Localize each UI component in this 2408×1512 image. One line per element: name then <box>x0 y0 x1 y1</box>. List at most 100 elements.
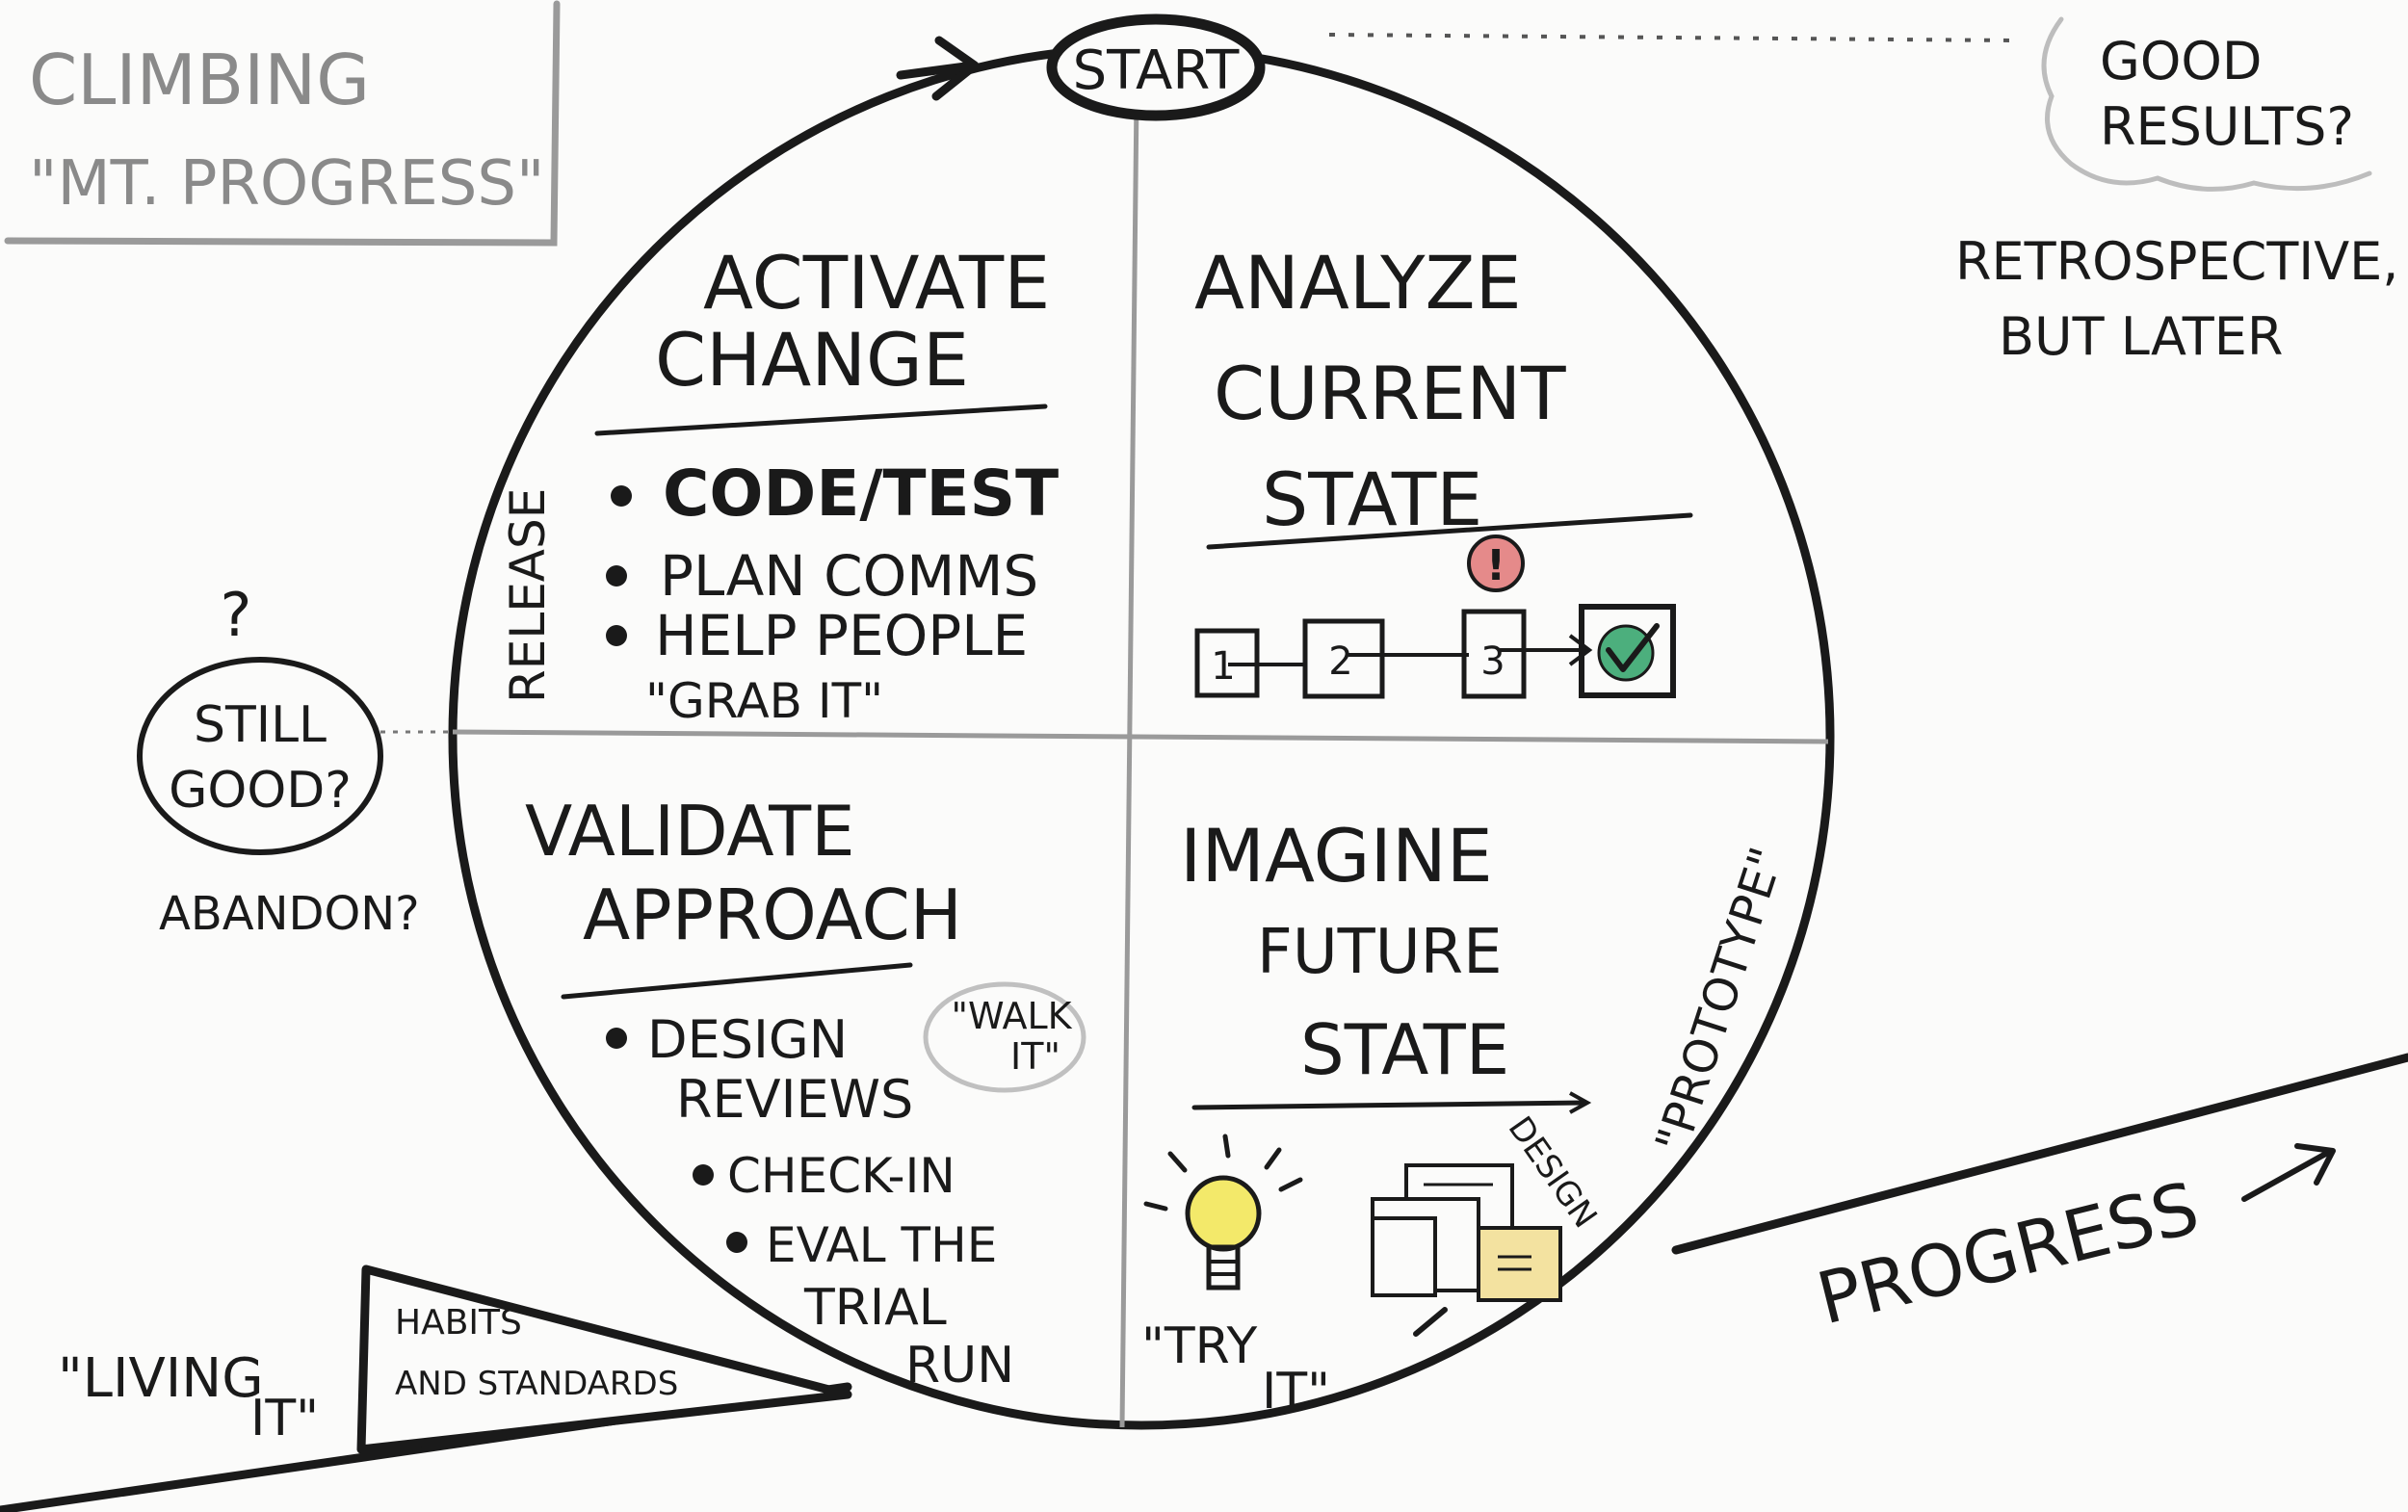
bullet-dot <box>606 625 627 646</box>
check-circle-icon <box>1597 624 1655 682</box>
start-arrow-icon <box>896 36 980 101</box>
validate-item-6: RUN <box>905 1337 1014 1395</box>
imagine-underline <box>1191 1100 1587 1110</box>
analyze-title-1: ANALYZE <box>1194 240 1522 326</box>
design-label: DESIGN <box>1501 1109 1605 1235</box>
try-it-line-2: IT" <box>1262 1363 1330 1421</box>
still-good-note: ? STILL GOOD? ABANDON? <box>137 580 448 941</box>
title-line-2: "MT. PROGRESS" <box>29 148 544 220</box>
activate-item-3: HELP PEOPLE <box>655 603 1028 668</box>
bullet-dot <box>693 1164 714 1186</box>
process-step-2: 2 <box>1328 639 1352 684</box>
activate-item-1: CODE/TEST <box>663 456 1059 531</box>
living-it-line-1: "LIVING <box>58 1347 264 1410</box>
arrow-head-icon <box>1569 1091 1592 1114</box>
release-label: RELEASE <box>500 488 556 703</box>
title-line-1: CLIMBING <box>29 39 370 120</box>
title-box-border <box>4 0 561 247</box>
bulb-ray <box>1222 1134 1231 1159</box>
process-step-3: 3 <box>1480 639 1505 684</box>
bulb-glass <box>1185 1175 1262 1252</box>
bulb-ray <box>1278 1177 1303 1192</box>
still-good-line-1: STILL <box>194 696 327 754</box>
analyze-title-3: STATE <box>1262 456 1482 542</box>
quadrant-validate-approach: VALIDATE APPROACH DESIGN REVIEWS CHECK-I… <box>525 791 1086 1395</box>
cloud-outline <box>2041 16 2372 192</box>
validate-item-3: CHECK-IN <box>727 1148 955 1204</box>
alert-icon <box>1467 534 1525 592</box>
bullet-dot <box>606 565 627 587</box>
still-good-line-2: GOOD? <box>169 762 352 820</box>
start-label: START <box>1073 39 1241 102</box>
start-oval <box>1046 13 1266 121</box>
bullet-dot <box>611 485 632 507</box>
abandon-label: ABANDON? <box>159 887 420 941</box>
start-dotted-line <box>1328 33 2014 42</box>
validate-item-1: DESIGN <box>647 1009 848 1070</box>
analyze-title-2: CURRENT <box>1214 351 1566 436</box>
imagine-title-2: FUTURE <box>1257 917 1503 988</box>
vertical-divider <box>1119 95 1139 1428</box>
try-it-line-1: "TRY <box>1141 1317 1257 1375</box>
habits-line-2: AND STANDARDS <box>395 1365 678 1403</box>
sticky-note <box>1477 1226 1562 1302</box>
pencil-icon <box>1413 1307 1448 1337</box>
activate-underline <box>594 404 1048 436</box>
title-box: CLIMBING "MT. PROGRESS" <box>4 0 561 247</box>
habits-wedge <box>356 1264 852 1454</box>
imagine-title-1: IMAGINE <box>1180 813 1493 899</box>
start-node: START <box>1046 13 1266 121</box>
validate-title-2: APPROACH <box>583 874 962 955</box>
activate-title-2: CHANGE <box>655 317 969 403</box>
walk-it-bubble <box>923 981 1086 1093</box>
living-it-line-2: IT" <box>250 1390 319 1447</box>
process-step-box <box>1302 618 1385 699</box>
habits-line-1: HABITS <box>395 1303 522 1343</box>
design-sketches-icon: DESIGN <box>1371 1109 1605 1337</box>
quadrant-imagine-future-state: IMAGINE FUTURE STATE DESIGN <box>1141 813 1605 1421</box>
progress-label: PROGRESS <box>1810 1166 2208 1341</box>
process-step-box <box>1461 609 1527 699</box>
activate-item-4: "GRAB IT" <box>645 673 883 729</box>
bulb-ray <box>1167 1151 1188 1173</box>
arrow-head-icon <box>1568 634 1593 666</box>
bullet-dot <box>726 1232 747 1253</box>
bulb-base <box>1206 1244 1241 1290</box>
living-it-area: HABITS AND STANDARDS "LIVING IT" <box>58 1264 852 1454</box>
validate-item-4: EVAL THE <box>766 1217 997 1273</box>
design-sheet <box>1371 1216 1437 1297</box>
horizontal-divider <box>452 729 1829 744</box>
retrospective-line-1: RETROSPECTIVE, <box>1955 231 2398 292</box>
question-mark: ? <box>221 580 252 650</box>
right-ground-line <box>1671 1053 2408 1255</box>
checkmark-icon <box>1606 623 1660 672</box>
progress-label-group: PROGRESS <box>1810 1143 2336 1341</box>
good-results-line-1: GOOD <box>2100 31 2262 91</box>
validate-item-5: TRIAL <box>803 1279 947 1337</box>
lightbulb-icon <box>1143 1134 1303 1290</box>
validate-title-1: VALIDATE <box>525 791 855 872</box>
activate-item-2: PLAN COMMS <box>660 543 1038 609</box>
validate-item-2: REVIEWS <box>676 1069 913 1130</box>
retrospective-line-2: BUT LATER <box>1999 306 2283 367</box>
bulb-ray <box>1143 1201 1168 1212</box>
analyze-underline <box>1206 512 1693 550</box>
validate-underline <box>561 962 913 1000</box>
bulb-ray <box>1264 1147 1282 1170</box>
quadrant-activate-change: ACTIVATE CHANGE CODE/TEST PLAN COMMS HEL… <box>594 240 1059 729</box>
process-done-box <box>1579 604 1676 698</box>
activate-title-1: ACTIVATE <box>703 240 1050 326</box>
bullet-dot <box>606 1028 627 1049</box>
progress-arrow-icon <box>2241 1143 2336 1202</box>
good-results-line-2: RESULTS? <box>2100 96 2354 157</box>
walk-it-line-1: "WALK <box>951 995 1072 1037</box>
retrospective-note: RETROSPECTIVE, BUT LATER <box>1955 231 2398 367</box>
good-results-cloud: GOOD RESULTS? <box>2041 16 2372 192</box>
imagine-title-3: STATE <box>1300 1009 1509 1090</box>
still-good-bubble <box>137 657 383 855</box>
alert-mark: ! <box>1486 541 1505 590</box>
walk-it-line-2: IT" <box>1010 1035 1060 1078</box>
quadrant-analyze-current-state: ANALYZE CURRENT STATE ! 1 2 3 <box>1194 240 1693 699</box>
